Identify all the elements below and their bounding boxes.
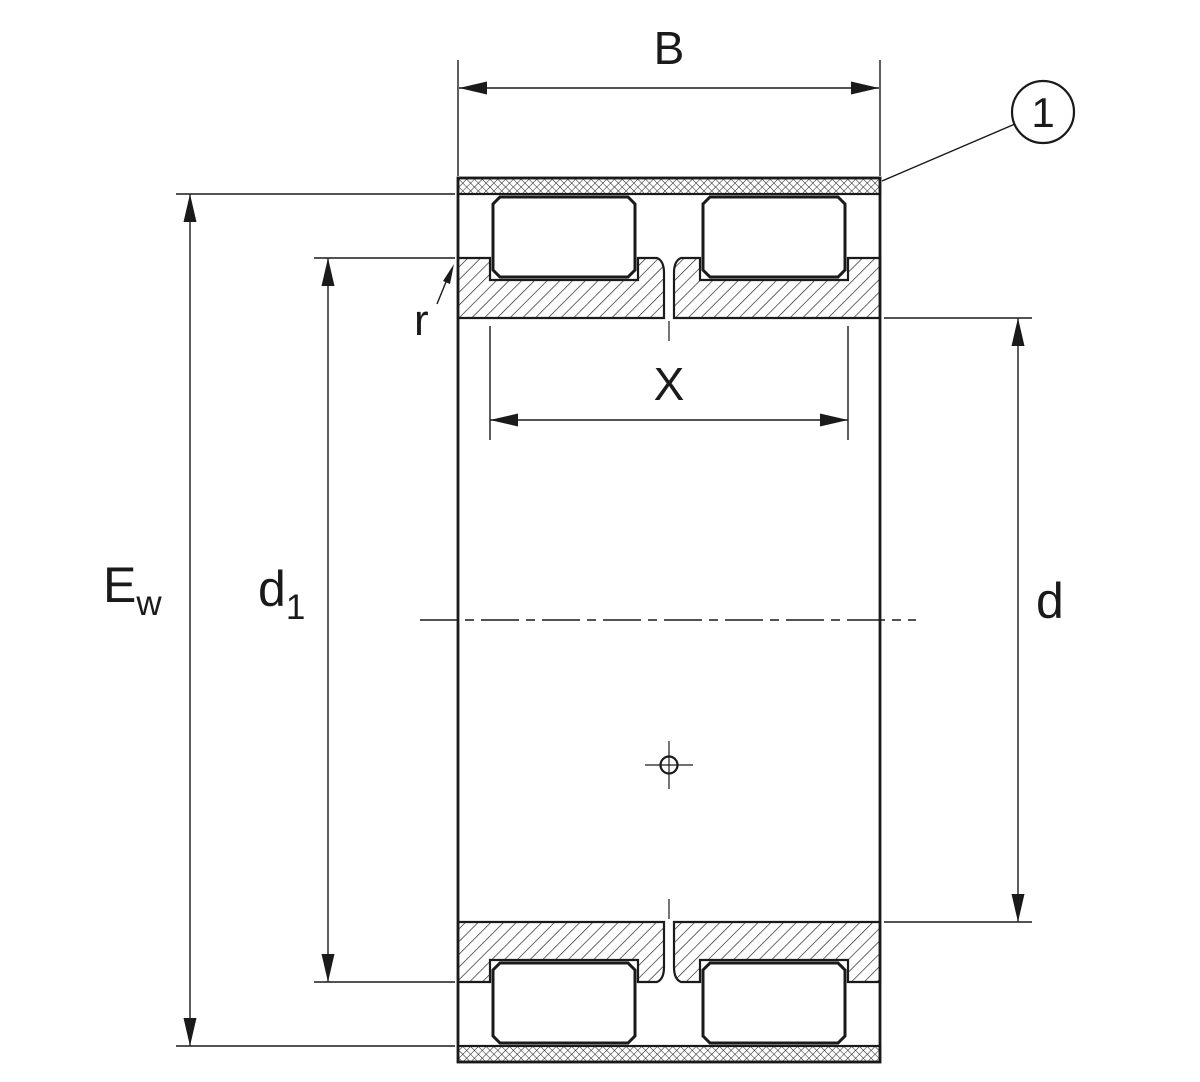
dimension-B: B	[457, 22, 881, 176]
dimension-label-X: X	[654, 358, 685, 410]
d1-arrowhead-bottom	[321, 954, 335, 982]
dimension-label-d1: d1	[258, 561, 305, 627]
b-arrowhead-right	[851, 81, 879, 95]
callout-1-label: 1	[1031, 89, 1054, 136]
dimension-d: d	[884, 317, 1064, 923]
dimension-label-r: r	[414, 296, 429, 345]
roller-top-left	[491, 195, 637, 279]
inner-ring-bottom-right-section	[672, 920, 882, 984]
d1-label-main: d	[258, 561, 286, 617]
roller-bottom-left	[491, 961, 637, 1045]
d-arrowhead-top	[1011, 318, 1025, 346]
radius-label-r: r	[414, 264, 454, 345]
lubrication-hole-symbol	[645, 741, 693, 789]
dimension-label-d: d	[1036, 573, 1064, 629]
x-arrowhead-right	[820, 413, 848, 427]
callout-1-leader	[881, 123, 1016, 182]
bearing-body	[420, 176, 916, 1064]
d1-label-subscript: 1	[286, 588, 305, 627]
b-arrowhead-left	[459, 81, 487, 95]
ew-arrowhead-top	[183, 194, 197, 222]
roller-top-right	[701, 195, 847, 279]
dimension-X: X	[489, 326, 849, 440]
inner-ring-top-left-section	[456, 256, 666, 320]
lubrication-hole-circle	[659, 755, 679, 775]
callout-1: 1	[881, 79, 1076, 182]
inner-ring-top-right-section	[672, 256, 882, 320]
r-leader-arrowhead	[443, 264, 454, 284]
x-arrowhead-left	[490, 413, 518, 427]
inner-ring-bottom-left-section	[456, 920, 666, 984]
outer-ring-top-band	[456, 176, 882, 196]
outer-ring-bottom-band	[456, 1044, 882, 1064]
dimension-Ew: Ew	[103, 193, 455, 1047]
ew-label-subscript: w	[135, 584, 162, 623]
callout-1-circle	[1010, 79, 1076, 145]
ew-arrowhead-bottom	[183, 1018, 197, 1046]
ew-label-main: E	[103, 557, 136, 613]
dimension-label-Ew: Ew	[103, 557, 162, 623]
d-arrowhead-bottom	[1011, 894, 1025, 922]
d1-arrowhead-top	[321, 258, 335, 286]
roller-bottom-right	[701, 961, 847, 1045]
dimension-d1: d1	[258, 257, 455, 983]
dimension-label-B: B	[654, 22, 685, 74]
